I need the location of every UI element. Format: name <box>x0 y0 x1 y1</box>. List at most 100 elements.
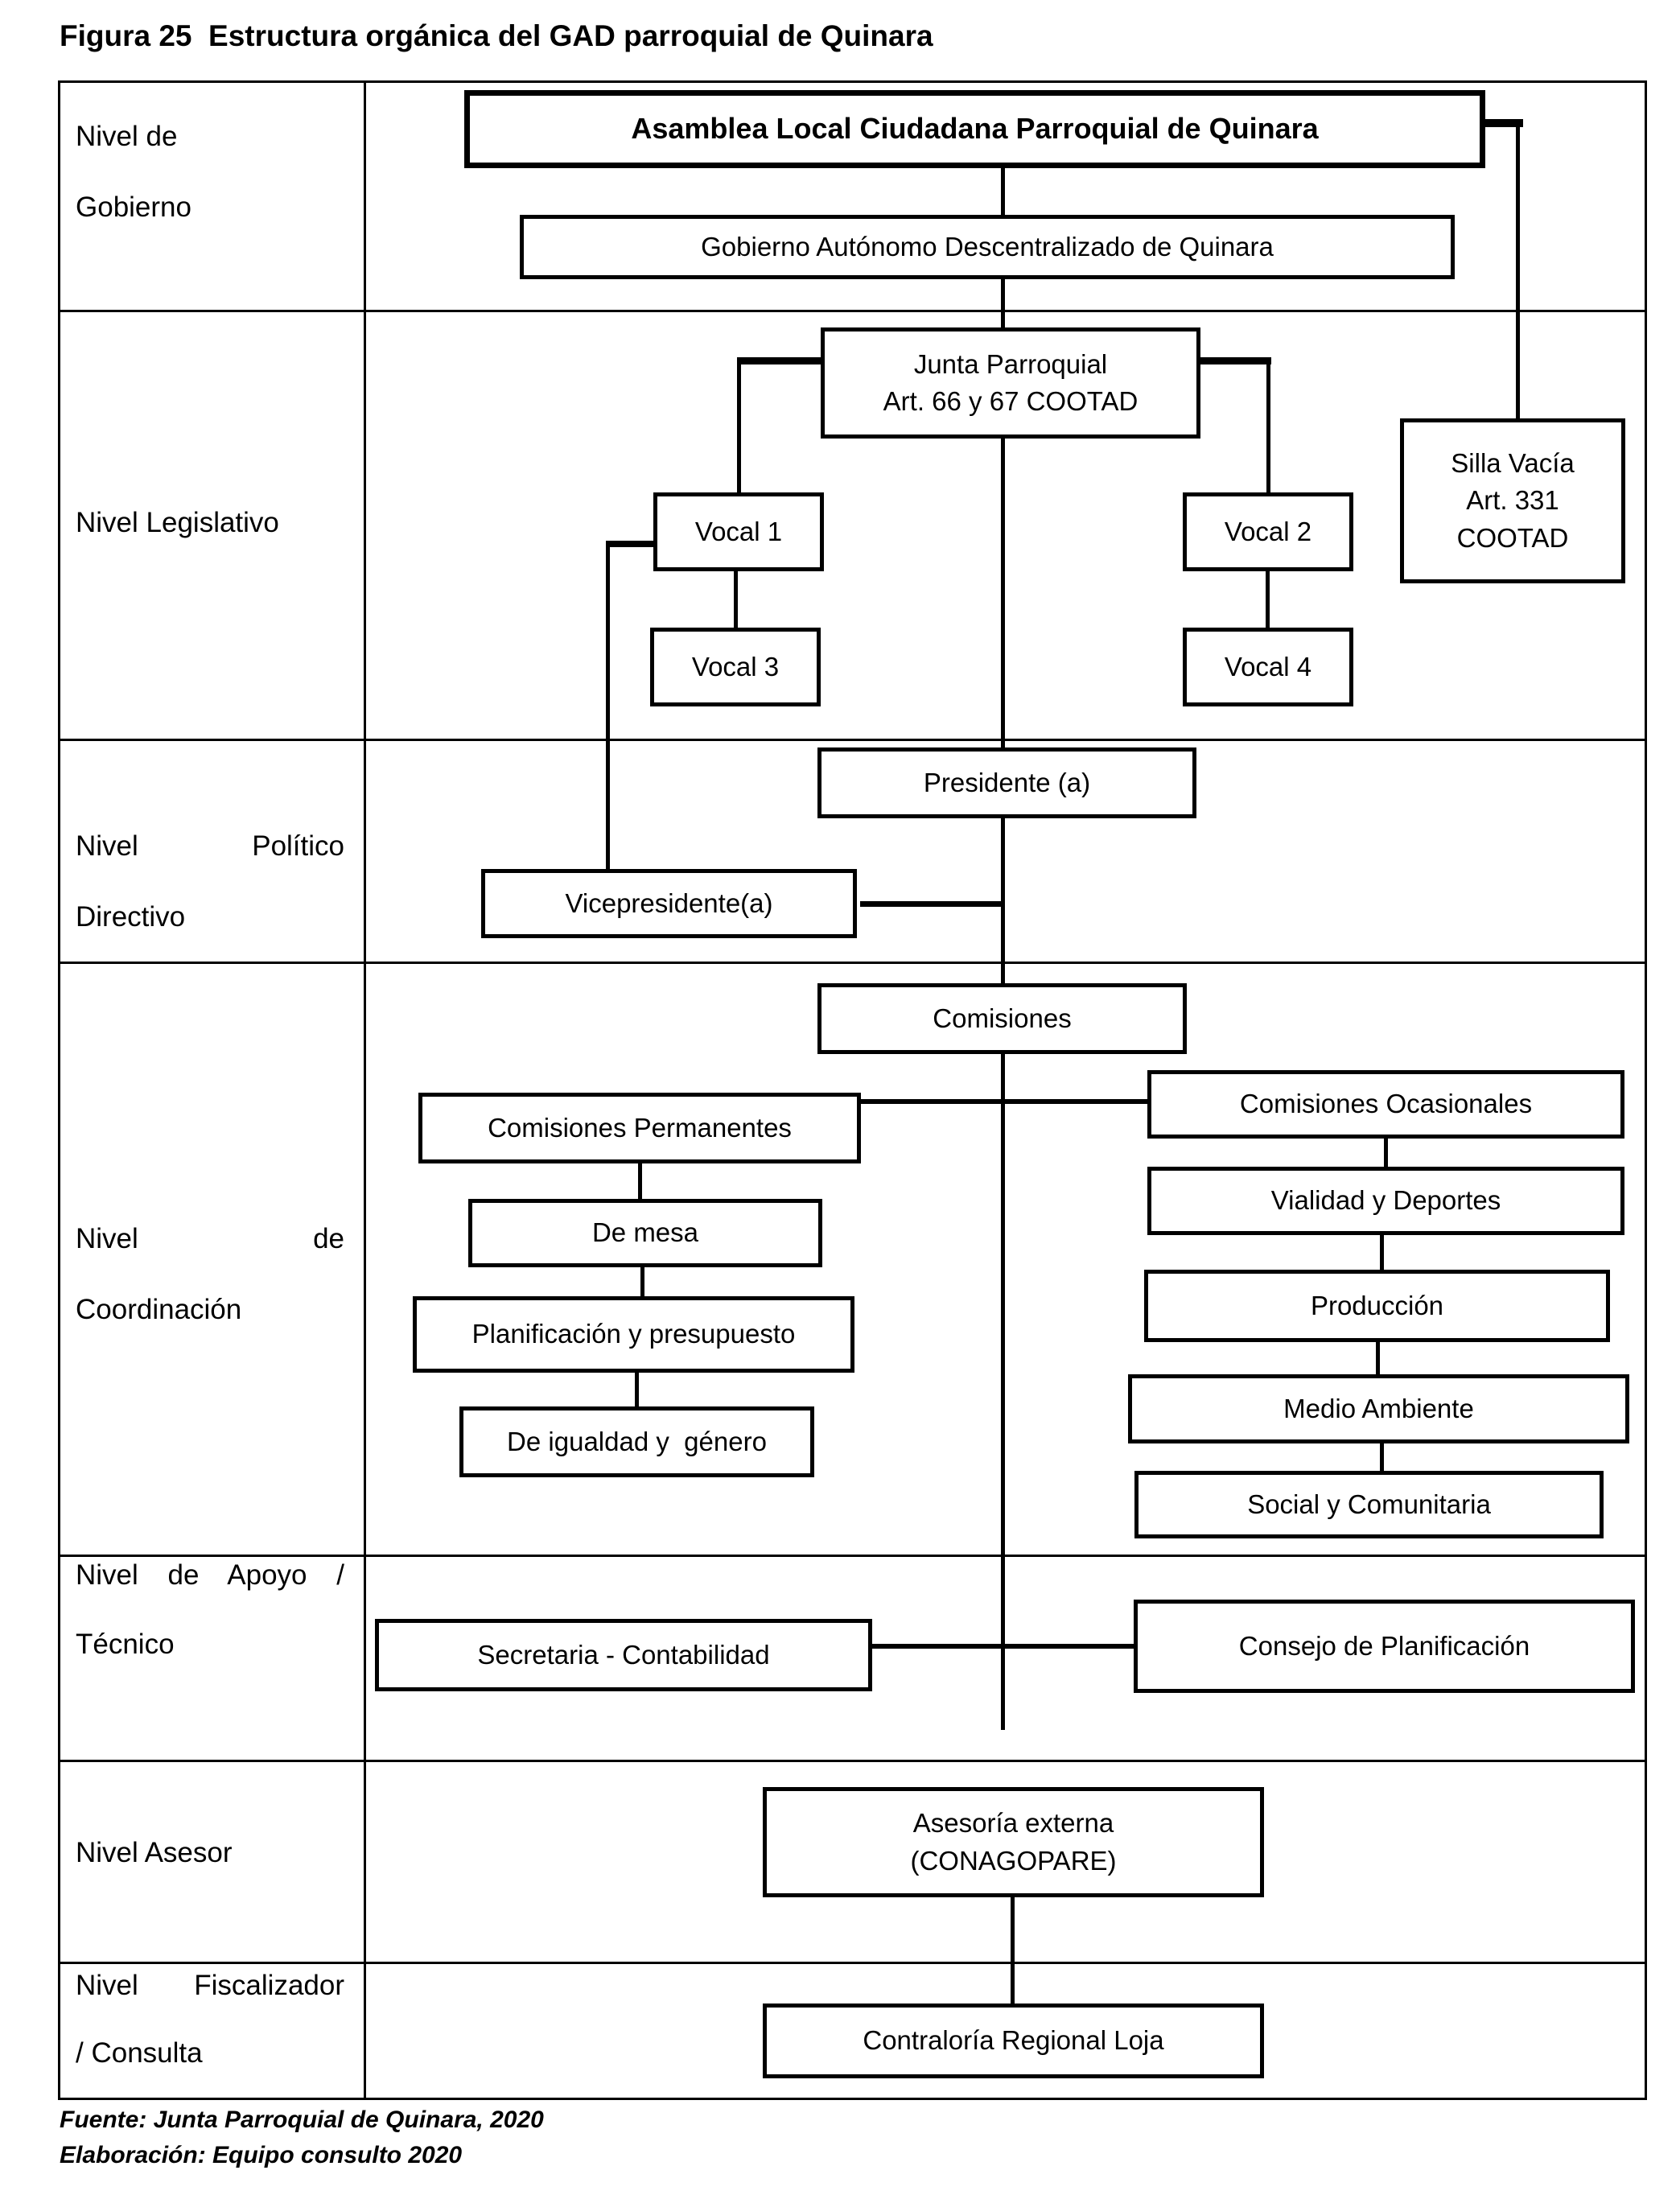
box-vocal4-label: Vocal 4 <box>1224 651 1312 682</box>
connector-medio-social <box>1380 1442 1384 1472</box>
box-contraloria-label: Contraloría Regional Loja <box>863 2025 1164 2056</box>
box-produccion-label: Producción <box>1310 1290 1444 1320</box>
row-divider-2 <box>58 739 1647 741</box>
box-silla-vacia: Silla Vacía Art. 331 COOTAD <box>1400 418 1625 583</box>
level-label-apoyo-1: Nivel de Apoyo / <box>76 1559 344 1591</box>
box-secretaria-contabilidad: Secretaria - Contabilidad <box>375 1619 872 1691</box>
box-comisiones-permanentes: Comisiones Permanentes <box>418 1093 861 1163</box>
level-label-fiscalizador-1: Nivel Fiscalizador <box>76 1970 344 2001</box>
level-label-coordinacion-2: Coordinación <box>76 1294 242 1325</box>
box-secretaria-label: Secretaria - Contabilidad <box>477 1639 770 1670</box>
org-table-frame <box>58 80 1647 2100</box>
level-label-apoyo-2: Técnico <box>76 1629 175 1660</box>
box-vocal2-label: Vocal 2 <box>1224 516 1312 546</box>
row-divider-6 <box>58 1962 1647 1964</box>
box-asesoria-line2: (CONAGOPARE) <box>910 1845 1117 1876</box>
box-vocal3-label: Vocal 3 <box>691 651 780 682</box>
row-divider-4 <box>58 1555 1647 1557</box>
connector-silla-drop <box>1516 121 1520 420</box>
connector-junta-vocal1-v <box>737 357 741 494</box>
box-planificacion-presupuesto: Planificación y presupuesto <box>413 1296 854 1373</box>
footer-elaboration: Elaboración: Equipo consulto 2020 <box>60 2142 463 2168</box>
connector-planificacion-igualdad <box>635 1371 639 1408</box>
connector-permanentes-ocasionales <box>859 1099 1147 1104</box>
box-igualdad-label: De igualdad y género <box>507 1426 767 1456</box>
box-vocal4: Vocal 4 <box>1183 628 1353 706</box>
box-consejo-label: Consejo de Planificación <box>1238 1630 1530 1661</box>
connector-vocal2-vocal4 <box>1266 570 1270 628</box>
label-column-divider <box>364 80 366 2100</box>
box-junta-parroquial: Junta Parroquial Art. 66 y 67 COOTAD <box>821 327 1200 439</box>
box-silla-line2: Art. 331 <box>1466 485 1559 516</box>
box-planificacion-label: Planificación y presupuesto <box>471 1319 796 1349</box>
box-comisiones: Comisiones <box>817 983 1187 1054</box>
box-silla-line3: COOTAD <box>1456 522 1569 553</box>
box-consejo-planificacion: Consejo de Planificación <box>1134 1600 1635 1693</box>
connector-produccion-medio <box>1376 1340 1380 1376</box>
connector-asamblea-gobierno <box>1001 166 1005 216</box>
box-junta-line2: Art. 66 y 67 COOTAD <box>883 386 1139 416</box>
box-presidente-label: Presidente (a) <box>923 767 1091 797</box>
level-label-gobierno-1: Nivel de <box>76 121 178 152</box>
connector-asamblea-silla-stub <box>1485 119 1523 127</box>
box-permanentes-label: Comisiones Permanentes <box>488 1112 792 1143</box>
box-vocal1-label: Vocal 1 <box>694 516 783 546</box>
connector-vocal1-vice-h <box>606 541 655 547</box>
connector-demesa-planificacion <box>640 1266 644 1298</box>
box-produccion: Producción <box>1144 1270 1610 1342</box>
connector-junta-presidente <box>1001 437 1005 749</box>
row-divider-5 <box>58 1760 1647 1762</box>
box-medio-ambiente: Medio Ambiente <box>1128 1374 1629 1443</box>
box-vocal2: Vocal 2 <box>1183 492 1353 571</box>
box-asesoria-line1: Asesoría externa <box>912 1808 1114 1839</box>
box-presidente: Presidente (a) <box>817 747 1196 818</box>
box-gobierno: Gobierno Autónomo Descentralizado de Qui… <box>520 215 1455 279</box>
box-asamblea: Asamblea Local Ciudadana Parroquial de Q… <box>464 90 1485 168</box>
connector-presidente-comisiones <box>1001 817 1005 983</box>
box-ocasionales-label: Comisiones Ocasionales <box>1239 1089 1533 1119</box>
connector-asesoria-contraloria <box>1011 1896 1015 2005</box>
connector-vocal1-vice-v <box>606 541 610 871</box>
box-gobierno-label: Gobierno Autónomo Descentralizado de Qui… <box>701 231 1274 262</box>
connector-gobierno-junta <box>1001 278 1005 329</box>
connector-junta-vocal2-v <box>1266 357 1270 494</box>
connector-junta-vocal1-h <box>737 357 821 364</box>
level-label-politico-1: Nivel Político <box>76 830 344 862</box>
box-de-mesa: De mesa <box>468 1199 822 1267</box>
connector-vice-spine <box>860 901 1004 907</box>
connector-vialidad-produccion <box>1380 1233 1384 1271</box>
box-junta-line1: Junta Parroquial <box>913 348 1108 379</box>
connector-junta-vocal2-h <box>1200 357 1271 364</box>
connector-vocal1-vocal3 <box>734 570 738 628</box>
footer-source: Fuente: Junta Parroquial de Quinara, 202… <box>60 2106 544 2133</box>
box-vicepresidente: Vicepresidente(a) <box>481 869 857 938</box>
box-vialidad-label: Vialidad y Deportes <box>1270 1185 1501 1216</box>
connector-comisiones-spine <box>1001 1052 1005 1730</box>
row-divider-1 <box>58 310 1647 312</box>
box-comisiones-ocasionales: Comisiones Ocasionales <box>1147 1070 1624 1139</box>
box-comisiones-label: Comisiones <box>933 1003 1072 1033</box>
box-vocal1: Vocal 1 <box>653 492 824 571</box>
box-vocal3: Vocal 3 <box>650 628 821 706</box>
level-label-legislativo: Nivel Legislativo <box>76 507 279 538</box>
box-asesoria-externa: Asesoría externa (CONAGOPARE) <box>763 1787 1264 1897</box>
box-medio-ambiente-label: Medio Ambiente <box>1283 1393 1474 1423</box>
level-label-asesor: Nivel Asesor <box>76 1837 233 1868</box>
connector-ocasionales-vialidad <box>1384 1137 1388 1168</box>
level-label-fiscalizador-2: / Consulta <box>76 2037 203 2069</box>
connector-permanentes-demesa <box>638 1162 642 1200</box>
connector-secretaria-consejo <box>871 1644 1135 1649</box>
box-igualdad-genero: De igualdad y género <box>459 1406 814 1477</box>
level-label-gobierno-2: Gobierno <box>76 191 191 223</box>
box-social-comunitaria: Social y Comunitaria <box>1134 1471 1604 1538</box>
row-divider-3 <box>58 962 1647 964</box>
level-label-coordinacion-1: Nivel de <box>76 1223 344 1254</box>
figure-title: Figura 25 Estructura orgánica del GAD pa… <box>60 19 933 52</box>
box-social-label: Social y Comunitaria <box>1247 1489 1491 1519</box>
level-label-politico-2: Directivo <box>76 901 186 933</box>
box-vialidad-deportes: Vialidad y Deportes <box>1147 1167 1624 1235</box>
box-asamblea-label: Asamblea Local Ciudadana Parroquial de Q… <box>631 112 1319 146</box>
box-demesa-label: De mesa <box>591 1217 699 1248</box>
box-silla-line1: Silla Vacía <box>1451 448 1575 479</box>
